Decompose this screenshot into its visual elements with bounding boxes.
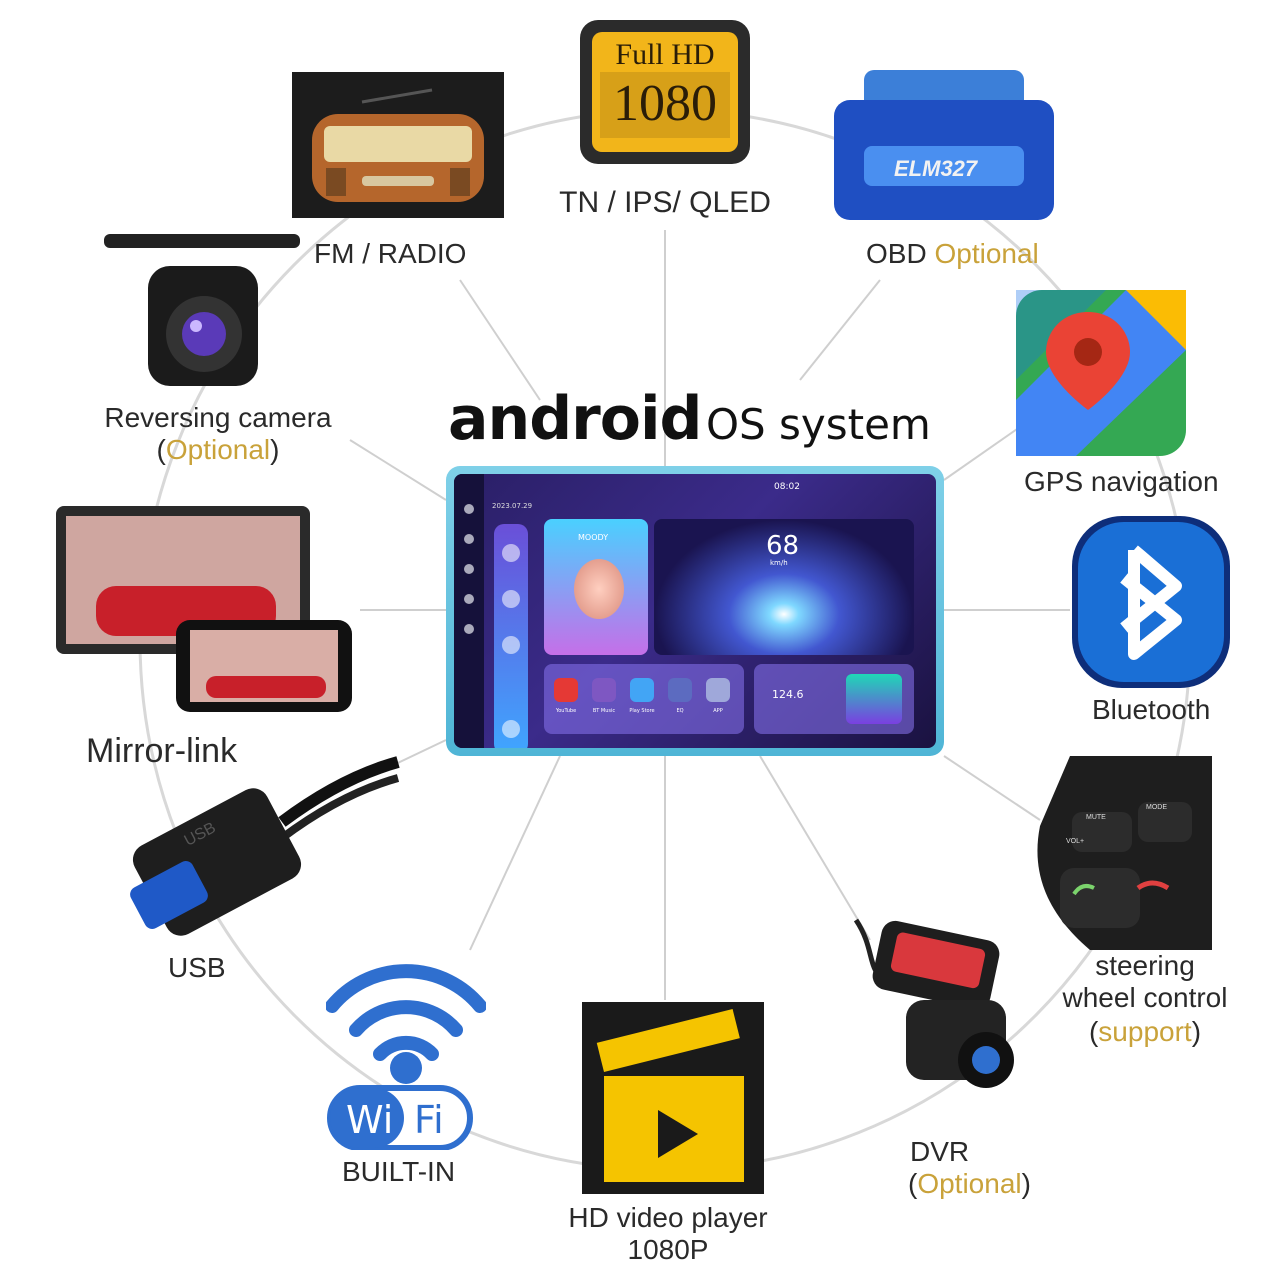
fullhd-icon: Full HD 1080 xyxy=(580,20,750,164)
music-widget[interactable]: MOODY xyxy=(544,519,648,655)
usb-icon: USB xyxy=(122,752,402,940)
home-icon[interactable] xyxy=(464,534,474,544)
steering-support-line: (support) xyxy=(1040,1016,1250,1048)
back-icon[interactable] xyxy=(464,564,474,574)
bt-music-app-icon[interactable] xyxy=(592,678,616,702)
steering-support: support xyxy=(1098,1016,1192,1047)
camera-open-paren: ( xyxy=(156,434,166,465)
settings-app-icon[interactable] xyxy=(502,636,520,654)
app-label: APP xyxy=(713,708,723,714)
camera-optional-line: (Optional) xyxy=(88,434,348,466)
eq-app-icon[interactable] xyxy=(668,678,692,702)
fullhd-label: TN / IPS/ QLED xyxy=(559,186,771,219)
speed-widget: 68 km/h xyxy=(654,519,914,655)
radio-label: FM / RADIO xyxy=(314,238,467,269)
volume-down-icon[interactable] xyxy=(464,624,474,634)
page-title: android OS system xyxy=(448,384,931,454)
dock-rail xyxy=(494,524,528,748)
phone-app-icon[interactable] xyxy=(502,590,520,608)
obd-label: OBD Optional xyxy=(866,238,1039,270)
volume-up-icon[interactable] xyxy=(464,594,474,604)
gps-navigation-icon xyxy=(1016,290,1186,456)
radio-widget[interactable]: 124.6 xyxy=(754,664,914,734)
app-label: EQ xyxy=(676,708,684,714)
status-time: 08:02 xyxy=(774,482,800,492)
mirror-link-icon xyxy=(56,506,352,712)
dvr-optional: Optional xyxy=(917,1168,1022,1199)
obd-optional: Optional xyxy=(934,238,1039,269)
dvr-close-paren: ) xyxy=(1021,1168,1031,1199)
head-unit-screen: 08:02 2023.07.29 MOODY 68 km/h xyxy=(446,466,944,756)
title-suffix: OS system xyxy=(705,400,931,449)
dvr-label: DVR xyxy=(910,1136,970,1167)
dvr-open-paren: ( xyxy=(908,1168,918,1199)
steering-wheel-control-icon: MUTE MODE VOL+ xyxy=(1030,756,1212,950)
music-title: MOODY xyxy=(578,533,609,542)
fullhd-line1: Full HD xyxy=(615,38,715,71)
head-unit-display: 08:02 2023.07.29 MOODY 68 km/h xyxy=(454,474,936,748)
mute-button-label: MUTE xyxy=(1086,814,1106,821)
obd-chip-label: ELM327 xyxy=(894,156,978,181)
wifi-icon: Wi Fi xyxy=(325,960,487,1151)
steering-label-line1: steering xyxy=(1095,950,1195,981)
usb-label: USB xyxy=(168,952,226,983)
obd-label-text: OBD xyxy=(866,238,927,269)
power-icon[interactable] xyxy=(464,504,474,514)
video-label-line1: HD video player xyxy=(568,1202,768,1233)
title-brand: android xyxy=(448,384,702,454)
add-app-icon[interactable] xyxy=(706,678,730,702)
radio-waveform xyxy=(846,674,902,724)
navigation-app-icon[interactable] xyxy=(502,544,520,562)
camera-close-paren: ) xyxy=(270,434,280,465)
mode-button-label: MODE xyxy=(1146,804,1167,811)
steering-label-line2: wheel control xyxy=(1062,982,1228,1013)
wifi-label: BUILT-IN xyxy=(342,1156,456,1187)
steering-open-paren: ( xyxy=(1088,1016,1099,1047)
speed-value: 68 xyxy=(766,531,800,561)
launcher-icon[interactable] xyxy=(502,720,520,738)
app-label: BT Music xyxy=(592,708,616,714)
speed-unit: km/h xyxy=(770,559,788,567)
vol-button-label: VOL+ xyxy=(1066,838,1085,845)
radio-frequency: 124.6 xyxy=(772,688,804,701)
app-label: Play Store xyxy=(629,708,655,714)
radio-icon xyxy=(292,72,504,218)
obd-icon: ELM327 xyxy=(834,70,1054,220)
bluetooth-label: Bluetooth xyxy=(1092,694,1211,725)
bluetooth-icon xyxy=(1072,516,1230,688)
camera-label: Reversing camera xyxy=(104,402,332,433)
steering-close-paren: ) xyxy=(1191,1016,1202,1047)
app-label: YouTube xyxy=(555,708,577,714)
status-date: 2023.07.29 xyxy=(492,502,533,510)
youtube-app-icon[interactable] xyxy=(554,678,578,702)
video-player-icon xyxy=(582,1002,764,1194)
dvr-icon xyxy=(836,910,1044,1104)
play-store-app-icon[interactable] xyxy=(630,678,654,702)
wifi-wi: Wi xyxy=(346,1098,394,1142)
mirror-link-label: Mirror-link xyxy=(86,732,238,770)
fullhd-line2: 1080 xyxy=(613,75,717,132)
head-unit-side-bar xyxy=(454,474,484,748)
video-label-line2: 1080P xyxy=(627,1234,709,1263)
apps-widget: YouTube BT Music Play Store EQ APP xyxy=(544,664,744,734)
gps-label: GPS navigation xyxy=(1024,466,1219,497)
album-art xyxy=(574,559,624,619)
wifi-fi: Fi xyxy=(414,1098,444,1142)
reversing-camera-icon xyxy=(104,226,300,396)
camera-optional: Optional xyxy=(165,434,271,465)
dvr-optional-line: (Optional) xyxy=(908,1168,1031,1200)
